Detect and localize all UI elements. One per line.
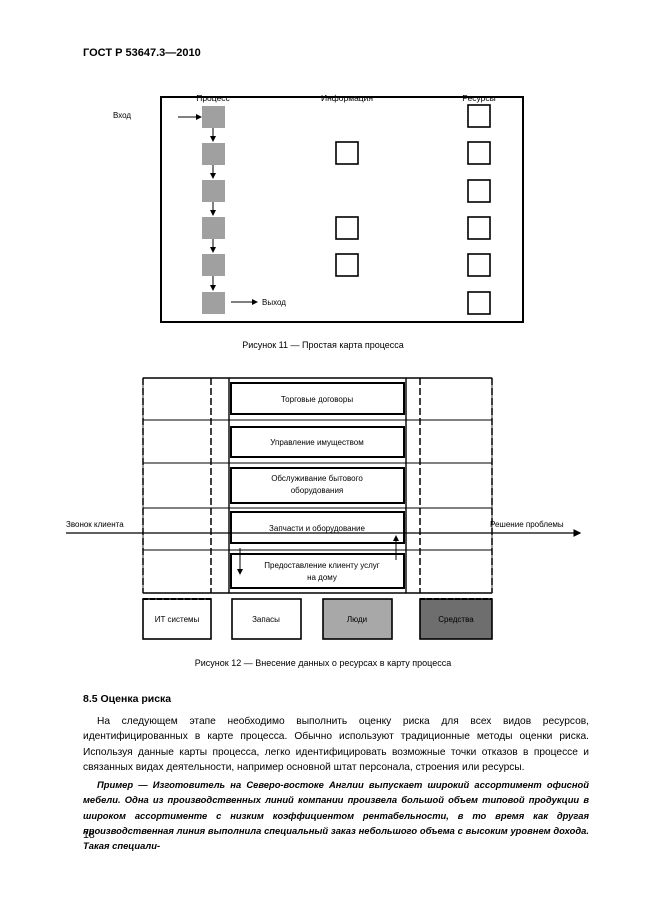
risk-paragraph: На следующем этапе необходимо выполнить … — [83, 716, 589, 773]
column-header-process: Процесс — [196, 93, 230, 103]
document-header: ГОСТ Р 53647.3—2010 — [83, 47, 201, 59]
resource-box — [467, 179, 491, 203]
page-number: 18 — [83, 829, 95, 841]
row-box-property-management — [230, 426, 405, 458]
column-header-information: Информация — [321, 93, 373, 103]
row-label-home-service-line1: Предоставление клиенту услуг — [264, 561, 380, 570]
lane-grid — [142, 377, 493, 594]
resource-boxes — [467, 104, 491, 315]
row-label-appliance-service-line1: Обслуживание бытового — [271, 474, 363, 483]
resource-box — [467, 216, 491, 240]
problem-solution-label: Решение проблемы — [490, 520, 564, 529]
resource-box — [467, 141, 491, 165]
row-label-home-service-line2: на дому — [307, 573, 337, 582]
information-box — [335, 216, 359, 240]
section-body: На следующем этапе необходимо выполнить … — [83, 714, 589, 854]
process-step — [202, 180, 225, 202]
resource-legend — [142, 598, 493, 640]
process-step — [202, 254, 225, 276]
row-box-trade-contracts — [230, 382, 405, 415]
example-paragraph: Пример — Изготовитель на Северо-востоке … — [83, 779, 589, 852]
resource-box — [467, 104, 491, 128]
output-label: Выход — [262, 298, 286, 307]
row-label-parts-equipment: Запчасти и оборудование — [269, 524, 365, 533]
process-step — [202, 106, 225, 128]
information-boxes — [335, 141, 359, 277]
figure-12-caption: Рисунок 12 — Внесение данных о ресурсах … — [194, 658, 452, 668]
figure-11-frame — [160, 96, 524, 323]
information-box — [335, 141, 359, 165]
process-step — [202, 143, 225, 165]
information-box — [335, 253, 359, 277]
client-call-label: Звонок клиента — [66, 520, 124, 529]
resource-box — [467, 291, 491, 315]
legend-stock — [231, 598, 302, 640]
legend-people — [322, 598, 393, 640]
row-box-parts-equipment — [230, 511, 405, 544]
legend-label-facilities: Средства — [438, 615, 474, 624]
legend-facilities — [419, 598, 493, 640]
figure-11-caption: Рисунок 11 — Простая карта процесса — [242, 340, 404, 350]
column-header-resources: Ресурсы — [462, 93, 496, 103]
row-box-home-service — [230, 553, 405, 589]
process-step — [202, 217, 225, 239]
resource-box — [467, 253, 491, 277]
row-label-appliance-service-line2: оборудования — [291, 486, 344, 495]
row-box-appliance-service — [230, 467, 405, 504]
legend-label-stock: Запасы — [252, 615, 280, 624]
legend-label-people: Люди — [347, 615, 367, 624]
process-row-boxes — [230, 382, 405, 589]
row-label-trade-contracts: Торговые договоры — [281, 395, 353, 404]
row-label-property-management: Управление имуществом — [270, 438, 363, 447]
legend-label-it-systems: ИТ системы — [155, 615, 200, 624]
input-label: Вход — [113, 111, 131, 120]
legend-it-systems — [142, 598, 212, 640]
process-steps — [202, 106, 225, 314]
section-title: 8.5 Оценка риска — [83, 693, 172, 705]
process-step — [202, 292, 225, 314]
